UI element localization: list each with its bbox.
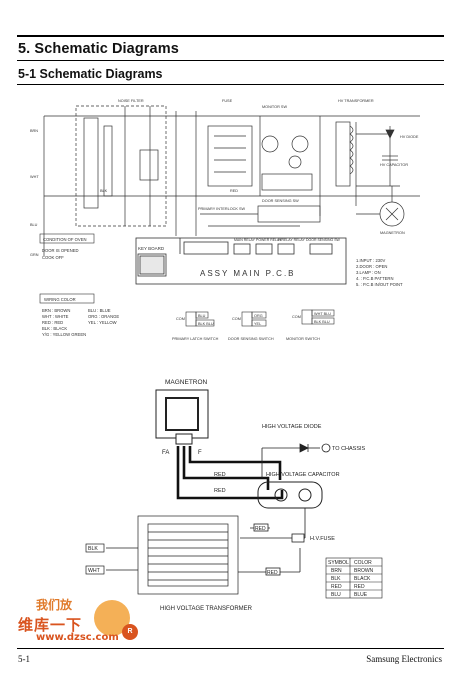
relay-label: DOOR SENSING SW (306, 238, 341, 242)
switch-com: COM (232, 317, 241, 321)
page-number: 5-1 (18, 654, 30, 664)
schematic-label: NOISE FILTER (118, 99, 144, 103)
capacitor-label: HIGH VOLTAGE CAPACITOR (266, 472, 340, 478)
condition-title: CONDITION OF OVEN (43, 237, 87, 242)
watermark-url: www.dzsc.com (36, 632, 119, 643)
legend-cell: BLK (331, 576, 341, 582)
wire-red-label: RED (255, 526, 266, 532)
schematic-label: PRIMARY INTERLOCK SW (198, 207, 246, 211)
legend-cell: RED (331, 584, 342, 590)
relay-label: POWER RELAY (256, 238, 282, 242)
wiring-color: Y/G : YELLOW GREEN (42, 332, 86, 337)
section-title: 5. Schematic Diagrams (18, 41, 179, 57)
schematic-label: MONITOR SW (262, 105, 287, 109)
note-line: 2.DOOR : OPEN (356, 264, 387, 269)
subsection-rule (17, 84, 444, 85)
schematic-label: HV DIODE (400, 135, 419, 139)
subsection-title: 5-1 Schematic Diagrams (18, 67, 163, 81)
legend-cell: BLACK (354, 576, 371, 582)
wiring-schematic: BRN WHT BLU NOISE FILTER FUSE MONITOR SW… (30, 99, 420, 341)
wire-red-label: RED (267, 570, 278, 576)
switch-wire: BLK BLU (314, 320, 330, 324)
section-rule (17, 60, 444, 61)
legend-header: SYMBOL (328, 560, 349, 566)
schematic-label: BLU (30, 223, 38, 227)
schematic-label: MAGNETRON (380, 231, 405, 235)
legend-cell: RED (354, 584, 365, 590)
wiring-color: BRN : BROWN (42, 308, 70, 313)
transformer-label: HIGH VOLTAGE TRANSFORMER (160, 606, 253, 612)
wiring-color: BLK : BLACK (42, 326, 67, 331)
diode-label: HIGH VOLTAGE DIODE (262, 424, 322, 430)
schematic-label: RED (230, 189, 238, 193)
schematic-label: HV TRANSFORMER (338, 99, 374, 103)
switch-name: DOOR SENSING SWITCH (228, 337, 274, 341)
watermark-text: 维库一下 (18, 616, 83, 634)
watermark: 我们放 维库一下 www.dzsc.com R (14, 594, 144, 654)
keyboard-label: KEY BOARD (138, 246, 165, 251)
main-pcb-label: ASSY MAIN P.C.B (200, 269, 296, 278)
wiring-color: RED : RED (42, 320, 63, 325)
hv-fuse-label: H.V.FUSE (310, 536, 335, 542)
hv-wiring-diagram: MAGNETRON FA F RED RED HIGH VOLTAGE DIOD… (85, 379, 383, 612)
footer-brand: Samsung Electronics (366, 654, 442, 664)
legend-cell: BROWN (354, 568, 374, 574)
schematic-label: HV CAPACITOR (380, 163, 408, 167)
footer-rule (17, 648, 444, 649)
magnetron-label: MAGNETRON (165, 379, 208, 386)
wiring-color: YEL : YELLOW (88, 320, 117, 325)
wire-wht-label: WHT (88, 568, 101, 574)
wiring-color: BLU : BLUE (88, 308, 111, 313)
switch-name: PRIMARY LATCH SWITCH (172, 337, 219, 341)
switch-com: COM (176, 317, 185, 321)
legend-header: COLOR (354, 560, 372, 566)
fa-label: FA (162, 450, 169, 456)
wiring-title: WIRING COLOR (44, 297, 76, 302)
chassis-label: TO CHASSIS (332, 446, 366, 452)
switch-name: MONITOR SWITCH (286, 337, 320, 341)
note-line: 4. : P.C.B PATTERN (356, 276, 393, 281)
legend-cell: BLUE (354, 592, 368, 598)
wire-red-label: RED (214, 488, 226, 494)
wiring-color: ORG : ORANGE (88, 314, 119, 319)
switch-wire: BLU (198, 314, 206, 318)
wiring-color: WHT : WHITE (42, 314, 69, 319)
switch-wire: ORG (254, 314, 263, 318)
legend-cell: BRN (331, 568, 342, 574)
switch-wire: BLK BLU (198, 322, 214, 326)
relay-label: HIRELAY RELAY (278, 238, 306, 242)
top-rule (17, 35, 444, 37)
note-line: 3.LAMP : ON (356, 270, 381, 275)
schematic-label: FUSE (222, 99, 233, 103)
condition-line: DOOR IS OPENED (42, 248, 79, 253)
note-line: 5. : P.C.B IN/OUT POINT (356, 282, 403, 287)
schematic-label: WHT (30, 175, 39, 179)
condition-line: COOK OFF (42, 255, 64, 260)
schematic-label: DOOR SENSING SW (262, 199, 299, 203)
registered-icon: R (122, 624, 138, 640)
wire-red-label: RED (214, 472, 226, 478)
switch-wire: YEL (254, 322, 261, 326)
f-label: F (198, 450, 202, 456)
note-line: 1.INPUT : 230V (356, 258, 385, 263)
switch-com: COM (292, 315, 301, 319)
switch-wire: WHT BLU (314, 312, 331, 316)
legend-cell: BLU (331, 592, 341, 598)
watermark-top: 我们放 (36, 598, 73, 612)
wire-blk-label: BLK (88, 546, 98, 552)
relay-label: MAIN RELAY (234, 238, 256, 242)
schematic-label: BRN (30, 129, 38, 133)
schematic-label: BLK (100, 189, 108, 193)
schematic-label: GRN (30, 253, 39, 257)
